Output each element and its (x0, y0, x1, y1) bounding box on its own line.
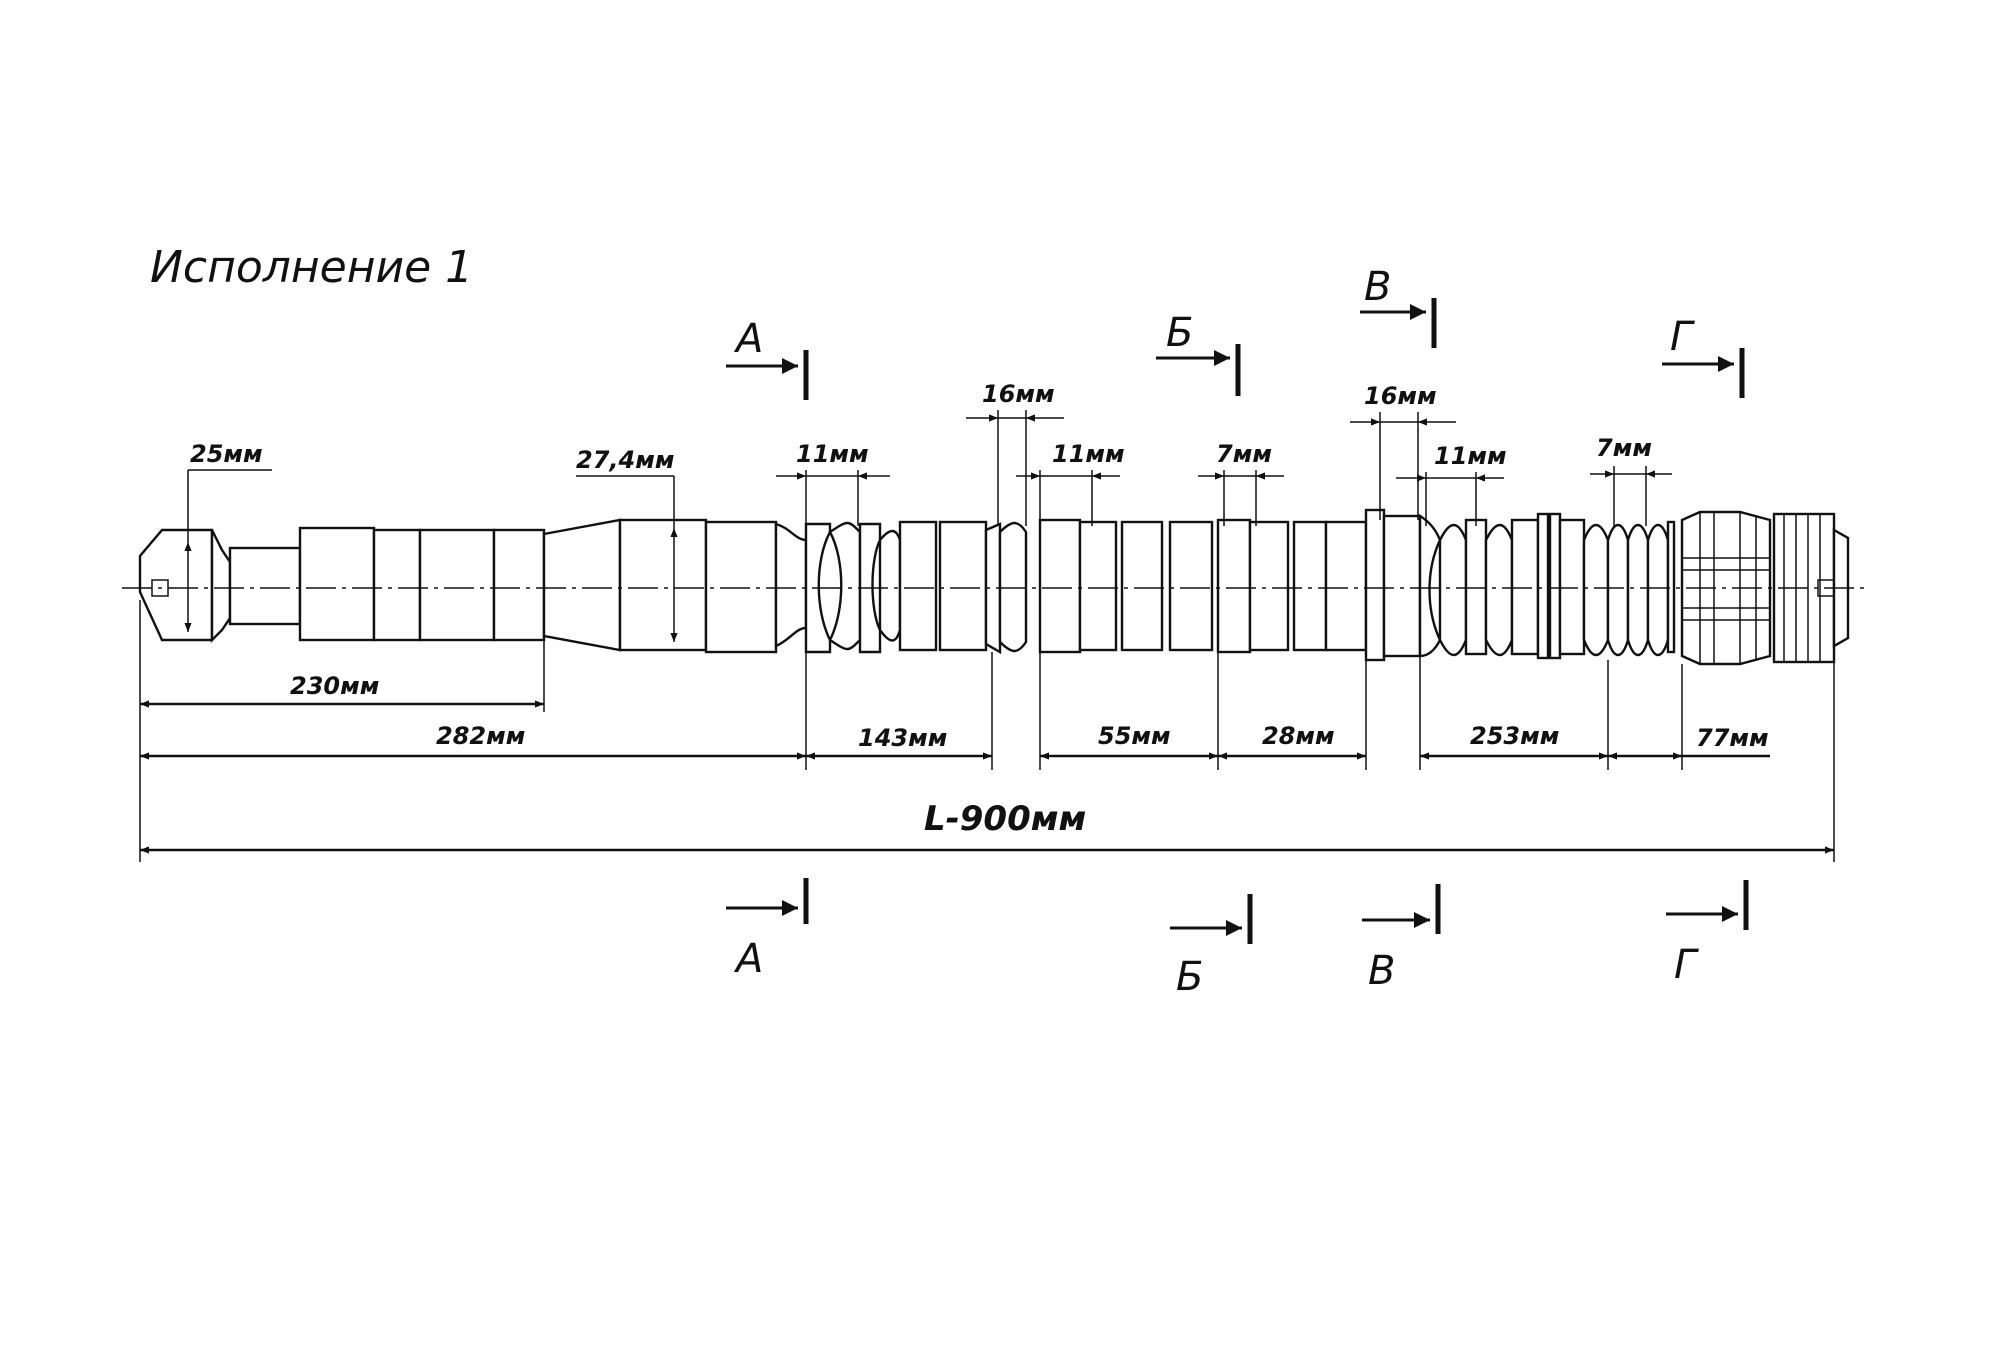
shaft-segment-3 (418, 528, 496, 642)
section-marker-v-bottom: В (1362, 884, 1441, 994)
diameter-dim-27: 27,4мм (576, 446, 678, 642)
length-dim-253: 253мм (1420, 722, 1608, 760)
section-v-top-label: В (1364, 264, 1391, 310)
section-v-bottom-label: В (1368, 948, 1395, 994)
shaft-taper (542, 518, 622, 652)
length-dim-55: 55мм (1040, 722, 1218, 760)
groove-dim-b: 11мм (1016, 440, 1125, 526)
shaft-groove-entry (774, 522, 808, 648)
section-marker-g-bottom: Г (1666, 880, 1749, 988)
drawing-title: Исполнение 1 (150, 242, 473, 293)
shaft-plate (1364, 508, 1386, 662)
shaft-segment-4 (492, 528, 546, 642)
groove-dim-c: 7мм (1198, 440, 1284, 526)
section-g-bottom-label: Г (1674, 942, 1699, 988)
groove-dim-d: 11мм (1396, 442, 1507, 526)
total-length-label: L-900мм (924, 799, 1086, 839)
shaft-neck (228, 546, 302, 626)
ring-dim-b: 16мм (966, 380, 1064, 526)
section-a-top-label: А (733, 316, 763, 362)
section-marker-a-bottom: А (726, 878, 809, 982)
total-length-dim: L-900мм (140, 799, 1834, 854)
groove-e-label: 7мм (1596, 434, 1652, 462)
groove-b-label: 11мм (1052, 440, 1125, 468)
length-dim-28: 28мм (1218, 722, 1366, 760)
section-a-bottom-label: А (733, 936, 763, 982)
shaft-segment-1 (298, 526, 376, 642)
groove-a-label: 11мм (796, 440, 869, 468)
length-55-label: 55мм (1098, 722, 1171, 750)
shaft-segment-5 (618, 518, 708, 652)
ring-dim-d: 16мм (1350, 382, 1456, 520)
shaft-segment-6 (704, 520, 778, 654)
extension-lines (139, 600, 1835, 862)
section-marker-b-top: Б (1156, 310, 1241, 396)
length-28-label: 28мм (1262, 722, 1335, 750)
groove-d-label: 11мм (1434, 442, 1507, 470)
grooved-zone-1 (804, 518, 1368, 655)
length-282-label: 282мм (436, 722, 525, 750)
grooved-zone-2 (1382, 512, 1676, 660)
groove-dim-e: 7мм (1590, 434, 1672, 526)
groove-dim-a: 11мм (776, 440, 890, 526)
section-b-top-label: Б (1166, 310, 1193, 356)
length-253-label: 253мм (1470, 722, 1559, 750)
section-b-bottom-label: Б (1176, 954, 1203, 1000)
length-dim-77: 77мм (1608, 724, 1770, 760)
length-dim-143: 143мм (806, 724, 992, 760)
groove-c-label: 7мм (1216, 440, 1272, 468)
length-143-label: 143мм (858, 724, 947, 752)
shaft-segment-2 (372, 528, 422, 642)
length-77-label: 77мм (1696, 724, 1769, 752)
length-dim-282: 282мм (140, 722, 806, 760)
length-dim-230: 230мм (140, 672, 544, 708)
diameter-dim-25: 25мм (184, 440, 272, 632)
neck-diameter-label: 27,4мм (576, 446, 674, 474)
ring-b-label: 16мм (982, 380, 1055, 408)
section-marker-b-bottom: Б (1170, 894, 1253, 1000)
section-marker-g-top: Г (1662, 314, 1745, 398)
shaft (122, 508, 1868, 666)
section-marker-a-top: А (726, 316, 809, 400)
shaft-collar (210, 529, 232, 643)
ring-d-label: 16мм (1364, 382, 1437, 410)
section-g-top-label: Г (1670, 314, 1695, 360)
head-diameter-label: 25мм (190, 440, 263, 468)
shaft-tip (138, 528, 214, 642)
length-230-label: 230мм (290, 672, 379, 700)
section-marker-v-top: В (1360, 264, 1437, 348)
